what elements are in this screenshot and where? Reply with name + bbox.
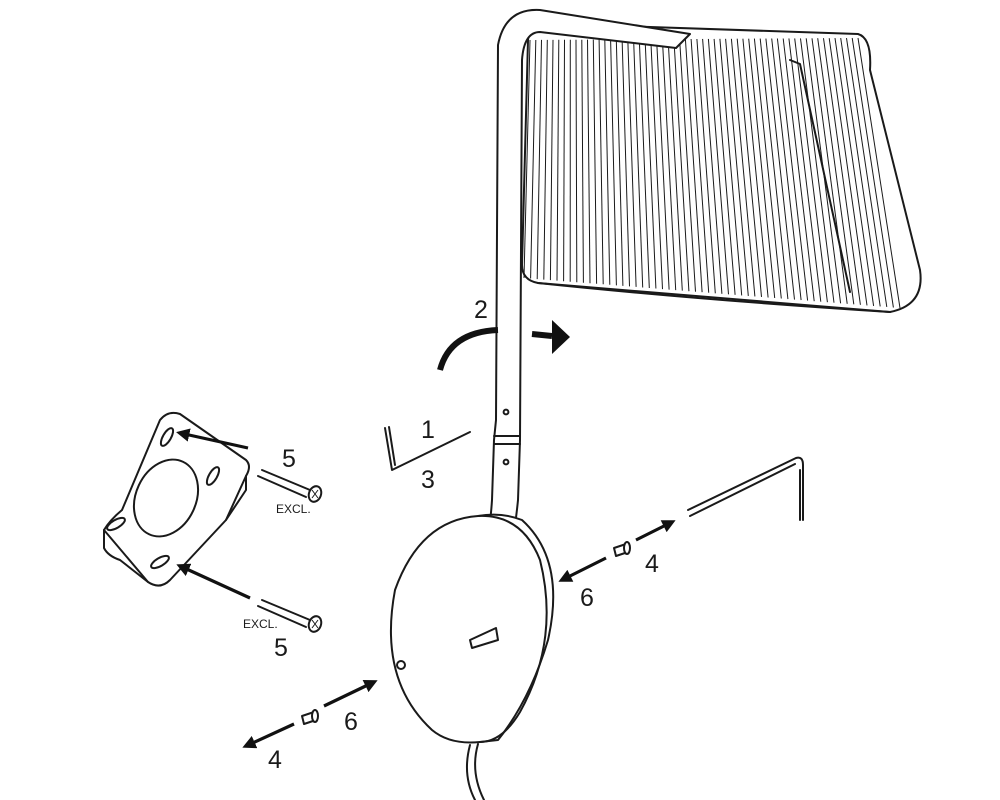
- callout-4-right: 4: [645, 550, 659, 578]
- callout-6-right: 6: [580, 584, 594, 612]
- arrow-set-screw-left-out: [242, 722, 295, 749]
- power-cable-edge: [474, 743, 485, 800]
- shade-pleat: [581, 39, 584, 283]
- arrow-set-screw-right-in: [558, 556, 607, 582]
- screw-bottom: [257, 599, 323, 633]
- shade-pleat: [702, 38, 723, 294]
- excl-note-top: EXCL.: [276, 502, 311, 516]
- shade-pleat: [788, 38, 822, 302]
- callout-6-left: 6: [344, 708, 358, 736]
- screw-top: [257, 469, 323, 503]
- shade-pleat: [673, 39, 690, 292]
- callout-4-left: 4: [268, 746, 282, 774]
- arrow-screw-to-bracket-bottom: [176, 563, 251, 600]
- set-screw-right: [613, 541, 631, 557]
- shade-pleat: [587, 39, 591, 284]
- shade-pleat: [782, 38, 815, 302]
- shade-pleat: [563, 39, 565, 282]
- shade-pleat: [627, 39, 637, 287]
- shade-pleat: [811, 38, 848, 304]
- shade-pleat: [621, 39, 630, 287]
- callout-1: 1: [421, 416, 435, 444]
- shade-pleat: [650, 39, 663, 290]
- shade-pleat: [759, 38, 789, 300]
- shade-pleat: [615, 39, 624, 286]
- shade-pleat: [840, 38, 881, 307]
- shade-pleat: [644, 39, 657, 289]
- arrow-set-screw-right-out: [635, 520, 676, 542]
- shade-pleat: [530, 39, 537, 279]
- shade-pleat: [661, 39, 677, 291]
- shade-pleat: [748, 38, 776, 299]
- callout-3: 3: [421, 466, 435, 494]
- shade-pleat: [549, 39, 554, 281]
- shade-pleat: [656, 39, 670, 290]
- shade-pleat: [851, 37, 894, 308]
- shade-pleat: [610, 39, 617, 286]
- wall-bracket: [103, 411, 250, 587]
- shade-pleat: [690, 38, 710, 293]
- shade-pleat: [742, 38, 769, 298]
- shade-pleat: [598, 39, 604, 285]
- shade-pleat: [753, 38, 782, 299]
- callout-5-top: 5: [282, 445, 296, 473]
- rotation-arrow: [437, 320, 570, 371]
- shade-pleat: [857, 37, 901, 309]
- shade-pleat: [696, 38, 716, 294]
- power-cable: [465, 744, 476, 800]
- shade-pleat: [765, 38, 795, 300]
- shade-pleat: [713, 38, 736, 295]
- shade-pleat: [794, 38, 828, 303]
- shade-pleat: [846, 38, 888, 307]
- wall-base-disc: [389, 513, 555, 744]
- shade-pleat: [536, 39, 542, 280]
- shade-pleat: [523, 39, 531, 279]
- shade-pleat: [776, 38, 809, 301]
- shade-pleat: [800, 38, 835, 303]
- shade-pleat: [719, 38, 743, 296]
- shade-pleat: [771, 38, 802, 301]
- callout-2: 2: [474, 296, 488, 324]
- shade-pleat: [725, 38, 749, 296]
- shade-pleat: [736, 38, 762, 297]
- shade-pleat: [707, 38, 729, 295]
- shade-pleat: [823, 38, 861, 305]
- shade-pleat: [592, 39, 598, 284]
- shade-pleat: [667, 39, 683, 291]
- shade-pleat: [575, 39, 578, 283]
- shade-pleat: [543, 39, 548, 280]
- shade-pleat: [817, 38, 855, 305]
- shade-pleat: [556, 39, 560, 281]
- shade-pleat: [679, 39, 696, 292]
- small-hex-key: [384, 427, 471, 471]
- arrow-screw-to-bracket-top: [176, 428, 249, 450]
- shade-pleat: [604, 39, 611, 285]
- shade-pleat: [834, 38, 875, 306]
- small-hex-key-edge: [388, 426, 396, 466]
- excl-note-bottom: EXCL.: [243, 617, 278, 631]
- lamp-shade: [521, 22, 922, 313]
- callout-5-bottom: 5: [274, 634, 288, 662]
- arrow-set-screw-left-in: [323, 680, 378, 708]
- set-screw-left: [301, 709, 319, 725]
- shade-pleat: [730, 38, 756, 297]
- shade-pleat: [633, 39, 644, 288]
- shade-pleat: [638, 39, 650, 289]
- large-hex-key: [687, 456, 804, 521]
- shade-pleat: [828, 38, 868, 306]
- shade-pleat: [684, 39, 703, 293]
